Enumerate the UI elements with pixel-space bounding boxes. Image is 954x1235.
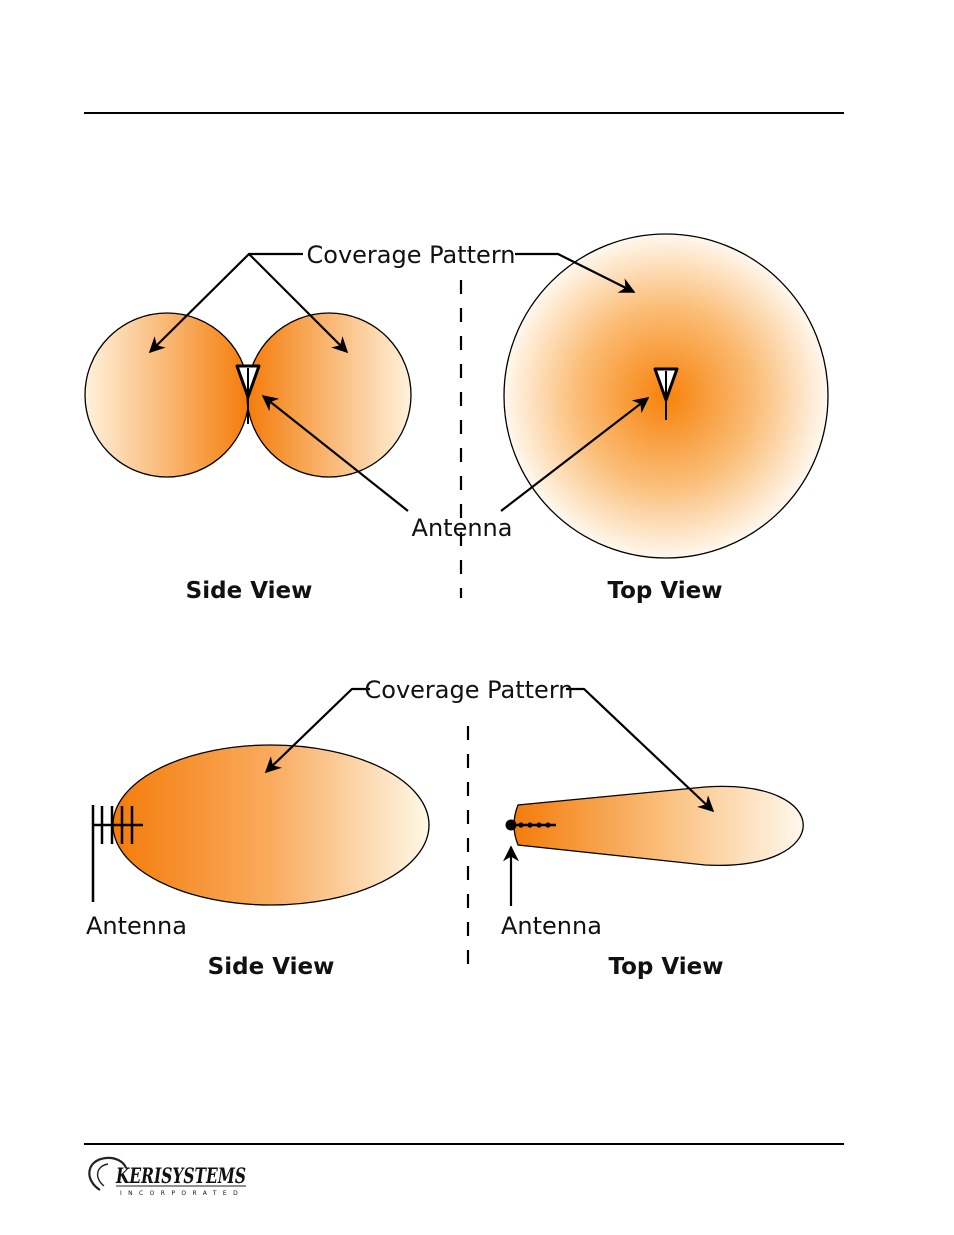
top-view-caption: Top View xyxy=(608,954,723,980)
top-coverage-beam xyxy=(513,785,804,866)
svg-text:INCORPORATED: INCORPORATED xyxy=(120,1190,244,1197)
side-coverage-ellipse xyxy=(112,744,430,906)
keri-systems-logo: KERISYSTEMS INCORPORATED xyxy=(88,1156,246,1197)
svg-text:KERISYSTEMS: KERISYSTEMS xyxy=(115,1163,246,1188)
antenna-label: Antenna xyxy=(412,514,513,542)
antenna-label-left: Antenna xyxy=(86,912,187,940)
footer-rule xyxy=(84,1143,844,1145)
coverage-pattern-label: Coverage Pattern xyxy=(365,676,574,704)
bottom-leader-lines xyxy=(264,687,715,906)
top-leader-lines xyxy=(148,252,650,512)
side-lobe-left xyxy=(84,312,250,478)
header-rule xyxy=(84,112,844,114)
antenna-icon xyxy=(653,367,679,420)
directional-side-view xyxy=(91,744,430,906)
omni-top-view xyxy=(503,233,829,559)
omni-side-view xyxy=(84,312,412,478)
antenna-icon xyxy=(235,364,261,424)
side-lobe-right xyxy=(246,312,412,478)
antenna-label-right: Antenna xyxy=(501,912,602,940)
side-view-caption: Side View xyxy=(208,954,335,980)
coverage-pattern-label: Coverage Pattern xyxy=(307,241,516,269)
directional-top-view xyxy=(505,785,804,866)
yagi-antenna-icon xyxy=(91,805,143,902)
side-view-caption: Side View xyxy=(186,578,313,604)
antenna-icon xyxy=(505,819,556,831)
top-view-caption: Top View xyxy=(607,578,722,604)
